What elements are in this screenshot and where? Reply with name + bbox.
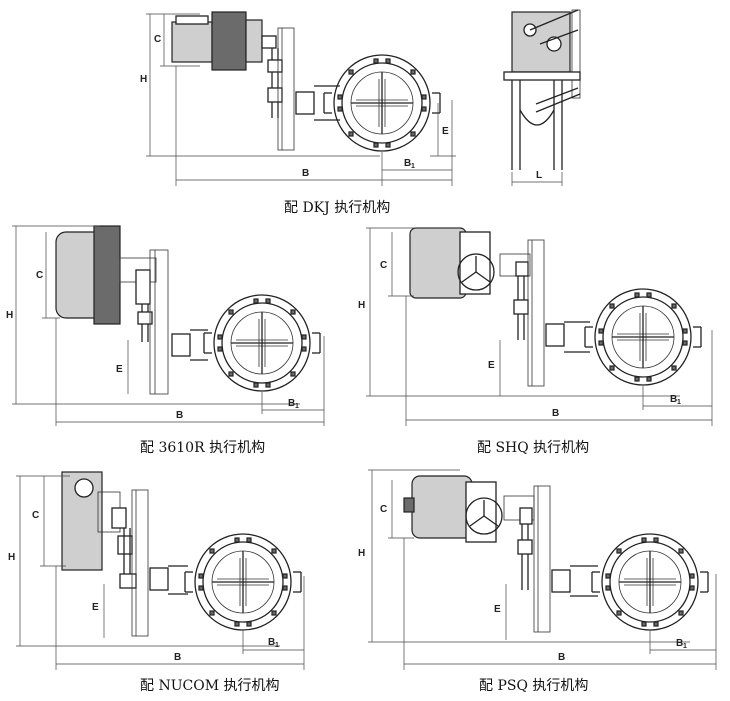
caption-psq: 配 PSQ 执行机构: [479, 678, 589, 694]
dim-label-c: C: [154, 34, 161, 45]
dim-label-h: H: [140, 74, 147, 85]
dim-label-b1-sub: 1: [275, 642, 279, 649]
diagram-dkj-end: [503, 9, 581, 186]
dim-label-h: H: [358, 548, 365, 559]
caption-nucom: 配 NUCOM 执行机构: [140, 678, 280, 694]
dim-label-h: H: [358, 300, 365, 311]
dim-label-b1: B: [268, 637, 275, 648]
dim-label-c: C: [32, 510, 39, 521]
caption-shq: 配 SHQ 执行机构: [477, 440, 590, 456]
dim-label-b1: B: [288, 398, 295, 409]
dim-label-b1-sub: 1: [295, 403, 299, 410]
diagram-psq: [368, 469, 717, 670]
caption-dkj: 配 DKJ 执行机构: [284, 200, 391, 216]
diagram-shq: [366, 227, 713, 426]
dim-label-e: E: [92, 602, 99, 613]
dim-label-e: E: [116, 364, 123, 375]
dim-label-c: C: [380, 504, 387, 515]
dim-label-e: E: [494, 604, 501, 615]
dim-label-b1-sub: 1: [411, 163, 415, 170]
dim-label-b1-sub: 1: [677, 399, 681, 406]
dim-label-c: C: [36, 270, 43, 281]
dim-label-e: E: [442, 126, 449, 137]
diagram-dkj-side: [146, 11, 456, 186]
caption-3610r: 配 3610R 执行机构: [140, 440, 266, 456]
dim-label-h: H: [6, 310, 13, 321]
dim-label-b: B: [302, 168, 309, 179]
dim-label-b1-sub: 1: [683, 643, 687, 650]
dim-label-b1: B: [404, 158, 411, 169]
dim-label-b: B: [552, 408, 559, 419]
dim-label-b1: B: [670, 394, 677, 405]
dim-label-b: B: [558, 652, 565, 663]
diagram-nucom: [16, 471, 305, 670]
dim-label-c: C: [380, 260, 387, 271]
dim-label-e: E: [488, 360, 495, 371]
diagram-3610r: [12, 225, 325, 426]
dim-label-b: B: [176, 410, 183, 421]
dim-label-b: B: [174, 652, 181, 663]
dim-label-b1: B: [676, 638, 683, 649]
dim-label-h: H: [8, 552, 15, 563]
dim-label-l: L: [536, 170, 542, 181]
